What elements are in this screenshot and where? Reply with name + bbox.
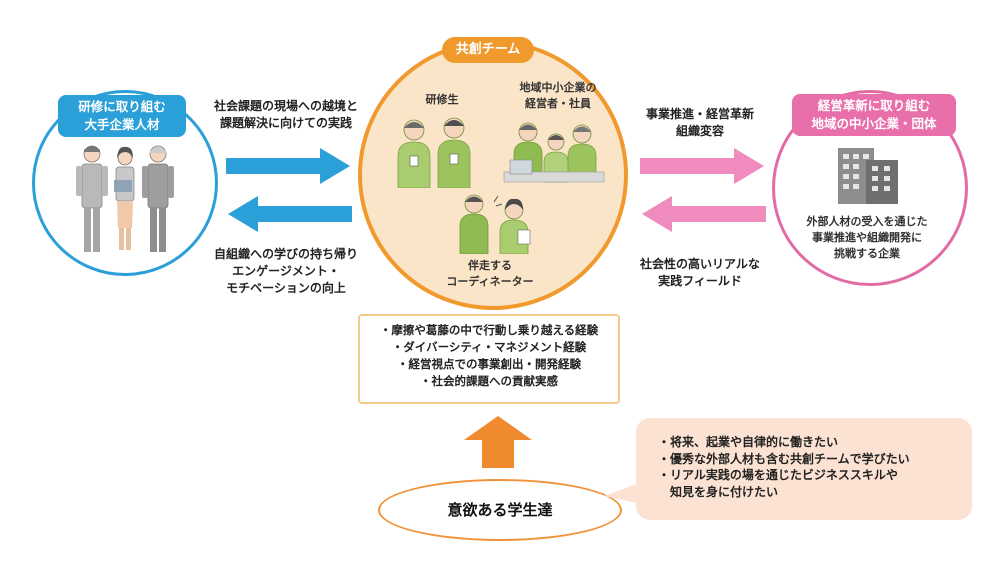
- return-label-line3: モチベーションの向上: [226, 281, 346, 295]
- experience-item: ・経営視点での事業創出・開発経験: [397, 357, 581, 371]
- trainees-label: 研修生: [425, 93, 459, 106]
- motivated-students-ellipse: 意欲ある学生達: [378, 479, 622, 541]
- large-company-title: 研修に取り組む 大手企業人材: [58, 95, 186, 137]
- large-company-title-line2: 大手企業人材: [84, 117, 160, 132]
- trainee-icon: [437, 117, 471, 188]
- business-promotion-label: 事業推進・経営革新 組織変容: [630, 106, 770, 140]
- wish-item: ・将来、起業や自律的に働きたい: [658, 435, 839, 449]
- experience-list-box: ・摩擦や葛藤の中で行動し乗り越える経験 ・ダイバーシティ・マネジメント経験 ・経…: [358, 314, 620, 404]
- sme-label-line2: 経営者・社員: [525, 97, 591, 110]
- senior-businessman-icon: [142, 145, 174, 252]
- arrow-right-pink: [640, 148, 764, 184]
- crossing-label: 社会課題の現場への越境と 課題解決に向けての実践: [196, 98, 376, 132]
- trainees-illustration: [397, 117, 471, 188]
- laptop-icon: [509, 159, 533, 175]
- speech-lines-icon: [493, 195, 503, 207]
- experience-item: ・ダイバーシティ・マネジメント経験: [391, 340, 587, 354]
- speech-tail: [604, 482, 642, 504]
- right-arrows: [640, 148, 766, 232]
- coordinator-illustration: [459, 194, 531, 254]
- student-wishes-box: ・将来、起業や自律的に働きたい ・優秀な外部人材も含む共創チームで学びたい ・リ…: [636, 418, 972, 520]
- crossing-label-line2: 課題解決に向けての実践: [219, 116, 352, 130]
- practice-field-line2: 実践フィールド: [658, 274, 742, 288]
- practice-field-label: 社会性の高いリアルな 実践フィールド: [628, 256, 772, 290]
- up-arrow-orange: [464, 416, 532, 468]
- experience-item: ・社会的課題への貢献実感: [420, 374, 558, 388]
- local-sme-desc-line3: 挑戦する企業: [834, 247, 900, 260]
- experience-item: ・摩擦や葛藤の中で行動し乗り越える経験: [379, 323, 599, 337]
- local-sme-desc-line2: 事業推進や組織開発に: [812, 231, 922, 244]
- wish-item: ・優秀な外部人材も含む共創チームで学びたい: [658, 451, 910, 466]
- business-people-illustration: [76, 145, 174, 252]
- wish-item: 知見を身に付けたい: [658, 484, 779, 499]
- business-promotion-line1: 事業推進・経営革新: [645, 107, 754, 121]
- sme-employee-icon: [567, 124, 597, 179]
- return-label-line2: エンゲージメント・: [232, 264, 340, 278]
- large-company-title-line1: 研修に取り組む: [78, 99, 166, 114]
- coordinator-label-line1: 伴走する: [468, 259, 512, 272]
- desk-icon: [503, 171, 605, 183]
- return-label-line1: 自組織への学びの持ち帰り: [213, 247, 358, 261]
- businesswoman-icon: [114, 146, 135, 250]
- trainee-icon: [397, 119, 431, 188]
- local-sme-desc-line1: 外部人材の受入を通じた: [806, 215, 928, 228]
- business-promotion-line2: 組織変容: [675, 124, 724, 138]
- coordinator-label-line2: コーディネーター: [446, 275, 534, 288]
- co-creation-team-title: 共創チーム: [442, 37, 534, 63]
- coordinator-label: 伴走する コーディネーター: [430, 258, 550, 290]
- wish-item: ・リアル実践の場を通じたビジネススキルや: [658, 468, 898, 482]
- local-sme-description: 外部人材の受入を通じた 事業推進や組織開発に 挑戦する企業: [790, 214, 944, 262]
- return-label: 自組織への学びの持ち帰り エンゲージメント・ モチベーションの向上: [196, 246, 376, 297]
- sme-label: 地域中小企業の 経営者・社員: [500, 80, 616, 112]
- businessman-icon: [76, 145, 108, 252]
- local-sme-title: 経営革新に取り組む 地域の中小企業・団体: [792, 94, 956, 136]
- sme-label-line1: 地域中小企業の: [519, 81, 597, 94]
- coordinator-icon: [459, 194, 489, 254]
- trainee-icon: [499, 198, 531, 254]
- local-sme-title-line2: 地域の中小企業・団体: [811, 116, 937, 131]
- practice-field-line1: 社会性の高いリアルな: [640, 257, 760, 271]
- local-sme-title-line1: 経営革新に取り組む: [817, 98, 931, 113]
- arrow-left-blue: [228, 196, 352, 232]
- arrow-right-blue: [226, 148, 350, 184]
- arrow-left-pink: [642, 196, 766, 232]
- crossing-label-line1: 社会課題の現場への越境と: [213, 99, 358, 113]
- sme-staff-illustration: [503, 122, 605, 183]
- office-building-icon: [838, 148, 898, 204]
- left-arrows: [226, 148, 352, 232]
